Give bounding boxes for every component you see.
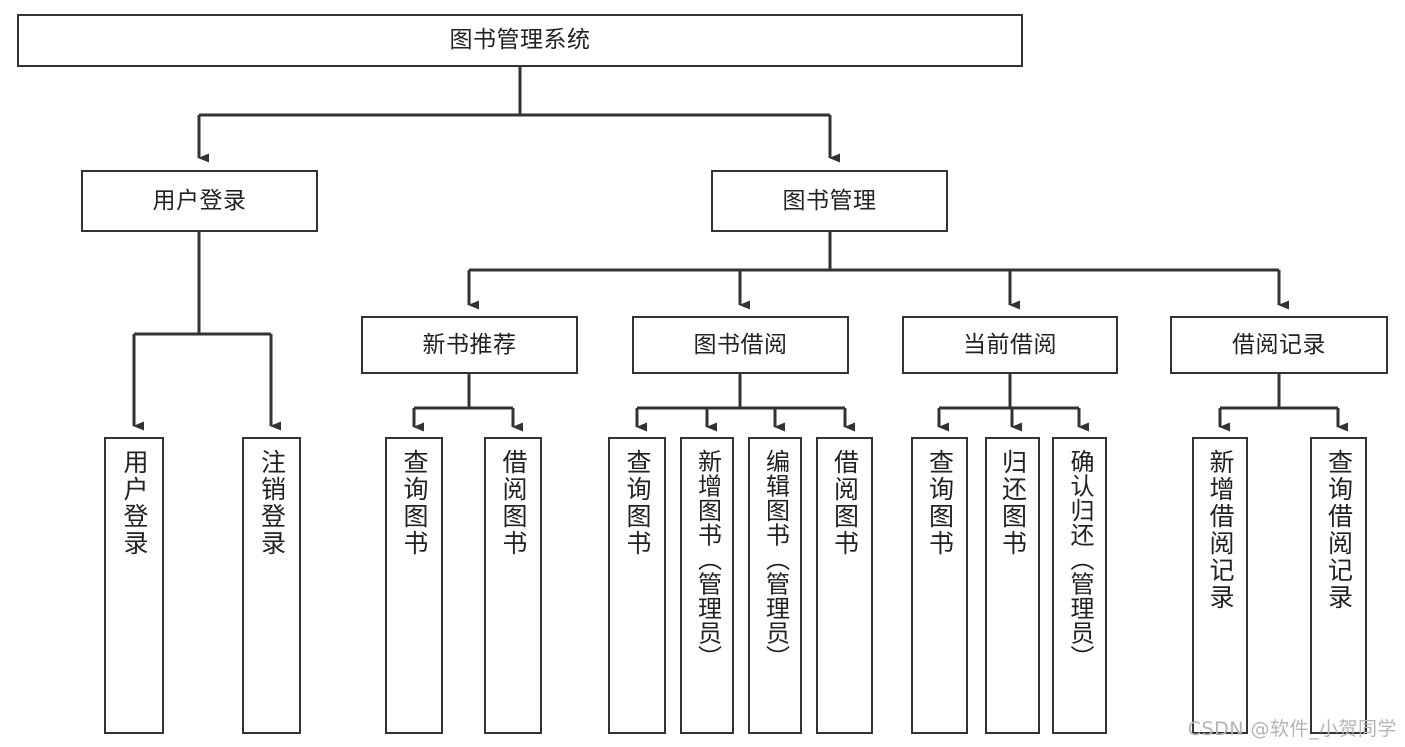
node-book-borrow-label: 图书借阅 xyxy=(693,331,788,358)
leaf-borrow-book-1-label: 借阅图书 xyxy=(499,449,528,557)
leaf-borrow-book-2-label: 借阅图书 xyxy=(830,449,860,557)
node-user-login[interactable]: 用户登录 xyxy=(81,170,318,232)
leaf-borrow-book-2[interactable]: 借阅图书 xyxy=(816,437,873,734)
leaf-return-book-label: 归还图书 xyxy=(998,449,1028,557)
node-current-borrow[interactable]: 当前借阅 xyxy=(902,316,1118,374)
node-book-borrow[interactable]: 图书借阅 xyxy=(632,316,849,374)
leaf-query-book-2[interactable]: 查询图书 xyxy=(608,437,666,734)
leaf-edit-book-label: 编辑图书（管理员） xyxy=(761,449,790,670)
leaf-add-borrow-record-label: 新增借阅记录 xyxy=(1206,449,1235,611)
node-user-login-label: 用户登录 xyxy=(152,187,247,214)
leaf-add-book[interactable]: 新增图书（管理员） xyxy=(680,437,734,734)
leaf-query-book-1-label: 查询图书 xyxy=(400,449,429,557)
leaf-borrow-book-1[interactable]: 借阅图书 xyxy=(484,437,542,734)
node-root-label: 图书管理系统 xyxy=(449,27,591,54)
leaf-edit-book[interactable]: 编辑图书（管理员） xyxy=(748,437,802,734)
node-new-book-recommend-label: 新书推荐 xyxy=(422,331,517,358)
leaf-query-book-3-label: 查询图书 xyxy=(925,449,955,557)
watermark: CSDN @软件_小贺同学 xyxy=(1187,718,1397,740)
node-borrow-record[interactable]: 借阅记录 xyxy=(1170,316,1388,374)
leaf-user-login-label: 用户登录 xyxy=(120,449,149,557)
leaf-query-borrow-record-label: 查询借阅记录 xyxy=(1324,449,1354,611)
leaf-user-login[interactable]: 用户登录 xyxy=(104,437,164,734)
node-book-manage-label: 图书管理 xyxy=(782,187,877,214)
leaf-query-book-2-label: 查询图书 xyxy=(623,449,652,557)
leaf-confirm-return-label: 确认归还（管理员） xyxy=(1065,449,1094,670)
leaf-logout-label: 注销登录 xyxy=(257,449,287,557)
node-current-borrow-label: 当前借阅 xyxy=(963,331,1057,358)
leaf-confirm-return[interactable]: 确认归还（管理员） xyxy=(1052,437,1107,734)
leaf-add-borrow-record[interactable]: 新增借阅记录 xyxy=(1192,437,1248,734)
leaf-query-book-1[interactable]: 查询图书 xyxy=(385,437,443,734)
node-root[interactable]: 图书管理系统 xyxy=(17,14,1023,67)
node-borrow-record-label: 借阅记录 xyxy=(1232,331,1326,358)
leaf-logout[interactable]: 注销登录 xyxy=(242,437,301,734)
leaf-query-book-3[interactable]: 查询图书 xyxy=(911,437,968,734)
leaf-add-book-label: 新增图书（管理员） xyxy=(693,449,722,670)
leaf-return-book[interactable]: 归还图书 xyxy=(985,437,1040,734)
node-new-book-recommend[interactable]: 新书推荐 xyxy=(361,316,578,374)
node-book-manage[interactable]: 图书管理 xyxy=(711,170,948,232)
leaf-query-borrow-record[interactable]: 查询借阅记录 xyxy=(1310,437,1367,734)
